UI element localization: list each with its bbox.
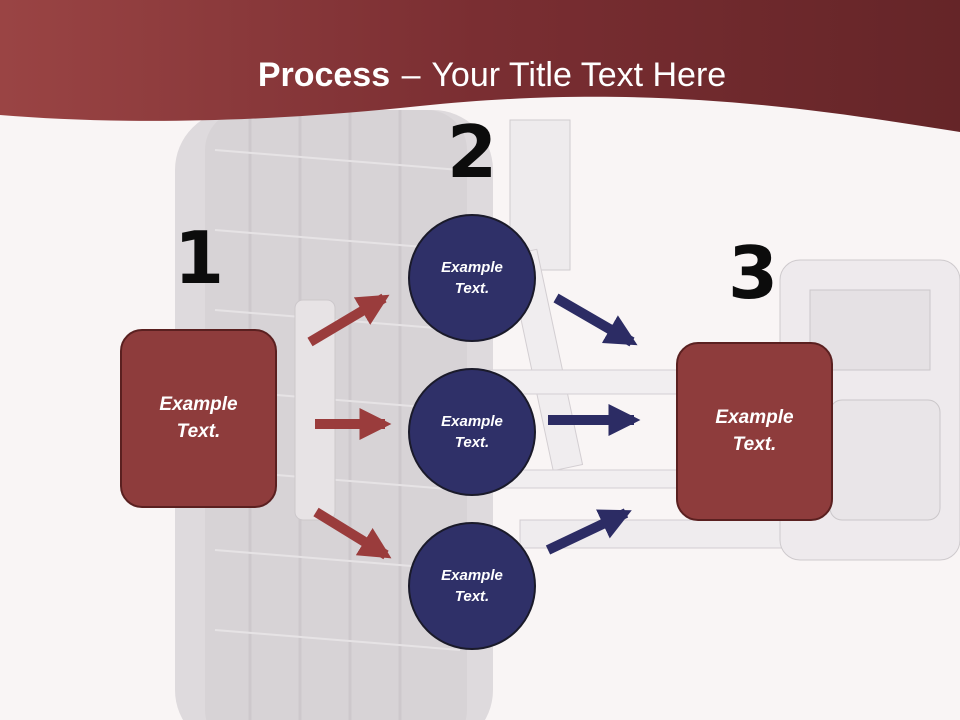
step-2-text-bottom: Example Text. xyxy=(441,567,503,605)
step-number-1: 1 xyxy=(173,216,225,300)
header-band xyxy=(0,0,960,132)
arrow-1-to-2c xyxy=(313,507,392,560)
title-bold: Process xyxy=(257,56,391,94)
step-number-2: 2 xyxy=(446,110,498,194)
step-2-circle-bottom: Example Text. xyxy=(408,522,536,650)
title-dash: – xyxy=(401,56,421,94)
slide-title: Process – Your Title Text Here xyxy=(0,52,960,98)
step-number-3: 3 xyxy=(727,231,779,315)
step-1-box: Example Text. xyxy=(120,329,277,508)
step-2-circle-middle: Example Text. xyxy=(408,368,536,496)
title-rest: Your Title Text Here xyxy=(431,56,727,94)
step-2-circle-top: Example Text. xyxy=(408,214,536,342)
step-2-text-top: Example Text. xyxy=(441,259,503,297)
step-3-box: Example Text. xyxy=(676,342,833,521)
arrow-1-to-2a xyxy=(307,293,390,347)
step-1-text: Example Text. xyxy=(159,393,238,442)
arrow-2c-to-3 xyxy=(545,508,632,555)
step-3-text: Example Text. xyxy=(715,406,794,455)
step-2-text-middle: Example Text. xyxy=(441,413,503,451)
arrow-2a-to-3 xyxy=(553,293,638,347)
